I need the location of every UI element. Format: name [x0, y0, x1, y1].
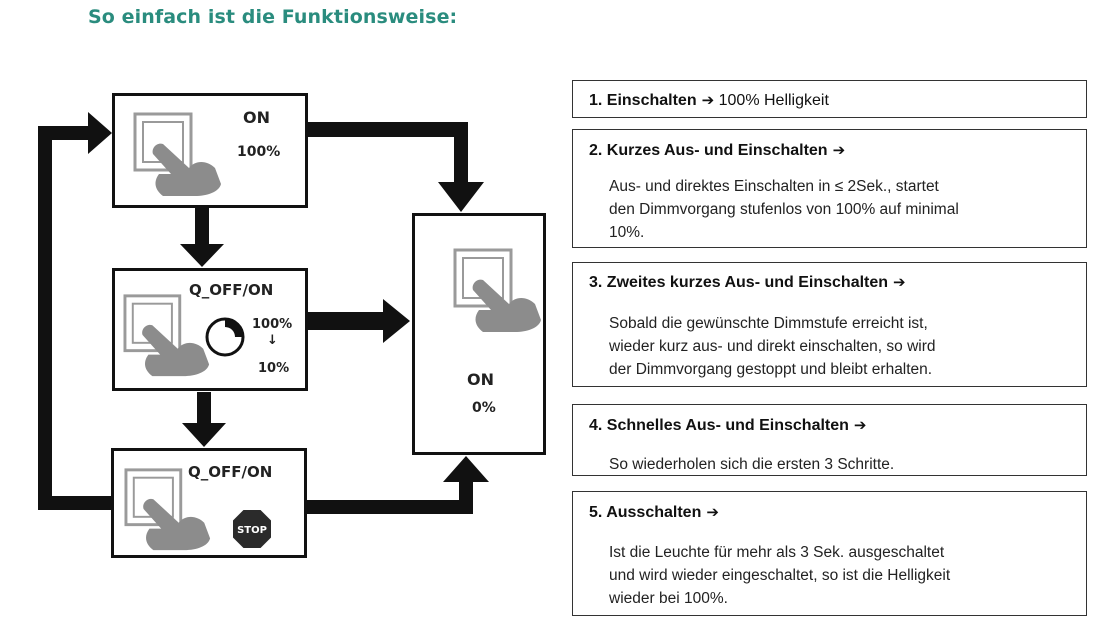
step-title: 5. Ausschalten➔ — [589, 503, 719, 522]
step-4-body: So wiederholen sich die ersten 3 Schritt… — [609, 453, 1059, 476]
step-2: 2. Kurzes Aus- und Einschalten➔ Aus- und… — [572, 129, 1087, 248]
step-5-arrow-icon: ➔ — [706, 503, 719, 521]
page-title: So einfach ist die Funktionsweise: — [88, 6, 458, 28]
arrow-box2-to-box4 — [307, 299, 410, 343]
step-3: 3. Zweites kurzes Aus- und Einschalten➔ … — [572, 262, 1087, 387]
arrow-box1-to-box2 — [180, 207, 224, 267]
stop-sign-text: STOP — [237, 525, 267, 536]
step-2-line-3: 10%. — [609, 224, 645, 241]
flow-arrows — [38, 112, 489, 514]
step-5-line-3: wieder bei 100%. — [609, 590, 728, 607]
step-title: 1. Einschalten➔ 100% Helligkeit — [589, 91, 829, 110]
step-1-inline: 100% Helligkeit — [718, 92, 829, 109]
step-5-title: 5. Ausschalten — [589, 504, 702, 521]
stop-sign-icon: STOP — [231, 508, 273, 550]
box1-line2: 100% — [237, 144, 281, 160]
step-5-line-2: und wird wieder eingeschaltet, so ist di… — [609, 567, 951, 584]
switch-hand-icon — [123, 294, 210, 377]
step-3-line-1: Sobald die gewünschte Dimmstufe erreicht… — [609, 315, 928, 332]
arrow-box3-to-box4 — [306, 456, 489, 514]
box2-down-arrow: ↓ — [267, 333, 278, 348]
box3-label: Q_OFF/ON — [188, 463, 273, 481]
step-5-body: Ist die Leuchte für mehr als 3 Sek. ausg… — [609, 541, 1059, 610]
step-title: 4. Schnelles Aus- und Einschalten➔ — [589, 416, 867, 435]
step-4-line-1: So wiederholen sich die ersten 3 Schritt… — [609, 456, 895, 473]
state-box-on-0: ON 0% — [412, 213, 546, 455]
switch-hand-icon — [133, 112, 221, 196]
step-2-body: Aus- und direktes Einschalten in ≤ 2Sek.… — [609, 175, 1059, 244]
state-box-dimming: Q_OFF/ON 100% ↓ 10% — [112, 268, 308, 391]
step-title: 3. Zweites kurzes Aus- und Einschalten➔ — [589, 273, 906, 292]
box2-label: Q_OFF/ON — [189, 281, 274, 299]
step-5-line-1: Ist die Leuchte für mehr als 3 Sek. ausg… — [609, 544, 945, 561]
step-title: 2. Kurzes Aus- und Einschalten➔ — [589, 141, 845, 160]
step-4: 4. Schnelles Aus- und Einschalten➔ So wi… — [572, 404, 1087, 476]
dimmer-knob-icon — [205, 317, 245, 357]
box4-line1: ON — [467, 370, 494, 389]
box2-from-value: 100% — [252, 317, 293, 332]
step-1-arrow-icon: ➔ — [701, 91, 715, 109]
switch-hand-icon — [453, 248, 541, 332]
state-box-stop: STOP Q_OFF/ON — [111, 448, 307, 558]
flow-diagram — [38, 112, 489, 514]
step-2-line-2: den Dimmvorgang stufenlos von 100% auf m… — [609, 201, 959, 218]
arrow-box2-to-box3 — [182, 392, 226, 447]
switch-hand-icon — [124, 468, 211, 551]
state-box-on-100: ON 100% — [112, 93, 308, 208]
box2-to-value: 10% — [258, 361, 290, 376]
step-2-arrow-icon: ➔ — [832, 141, 846, 159]
step-2-line-1: Aus- und direktes Einschalten in ≤ 2Sek.… — [609, 178, 939, 195]
arrow-box1-to-box4 — [307, 122, 484, 212]
step-3-arrow-icon: ➔ — [893, 273, 906, 291]
step-1-title: 1. Einschalten — [589, 92, 697, 109]
step-4-arrow-icon: ➔ — [853, 416, 867, 434]
step-3-body: Sobald die gewünschte Dimmstufe erreicht… — [609, 312, 1059, 381]
loop-back-arrow — [38, 112, 112, 510]
step-2-title: 2. Kurzes Aus- und Einschalten — [589, 142, 828, 159]
step-1: 1. Einschalten➔ 100% Helligkeit — [572, 80, 1087, 118]
box4-line2: 0% — [472, 400, 496, 416]
step-3-line-2: wieder kurz aus- und direkt einschalten,… — [609, 338, 936, 355]
step-4-title: 4. Schnelles Aus- und Einschalten — [589, 417, 849, 434]
step-3-line-3: der Dimmvorgang gestoppt und bleibt erha… — [609, 361, 933, 378]
step-5: 5. Ausschalten➔ Ist die Leuchte für mehr… — [572, 491, 1087, 616]
box1-line1: ON — [243, 108, 270, 127]
step-3-title: 3. Zweites kurzes Aus- und Einschalten — [589, 274, 889, 291]
